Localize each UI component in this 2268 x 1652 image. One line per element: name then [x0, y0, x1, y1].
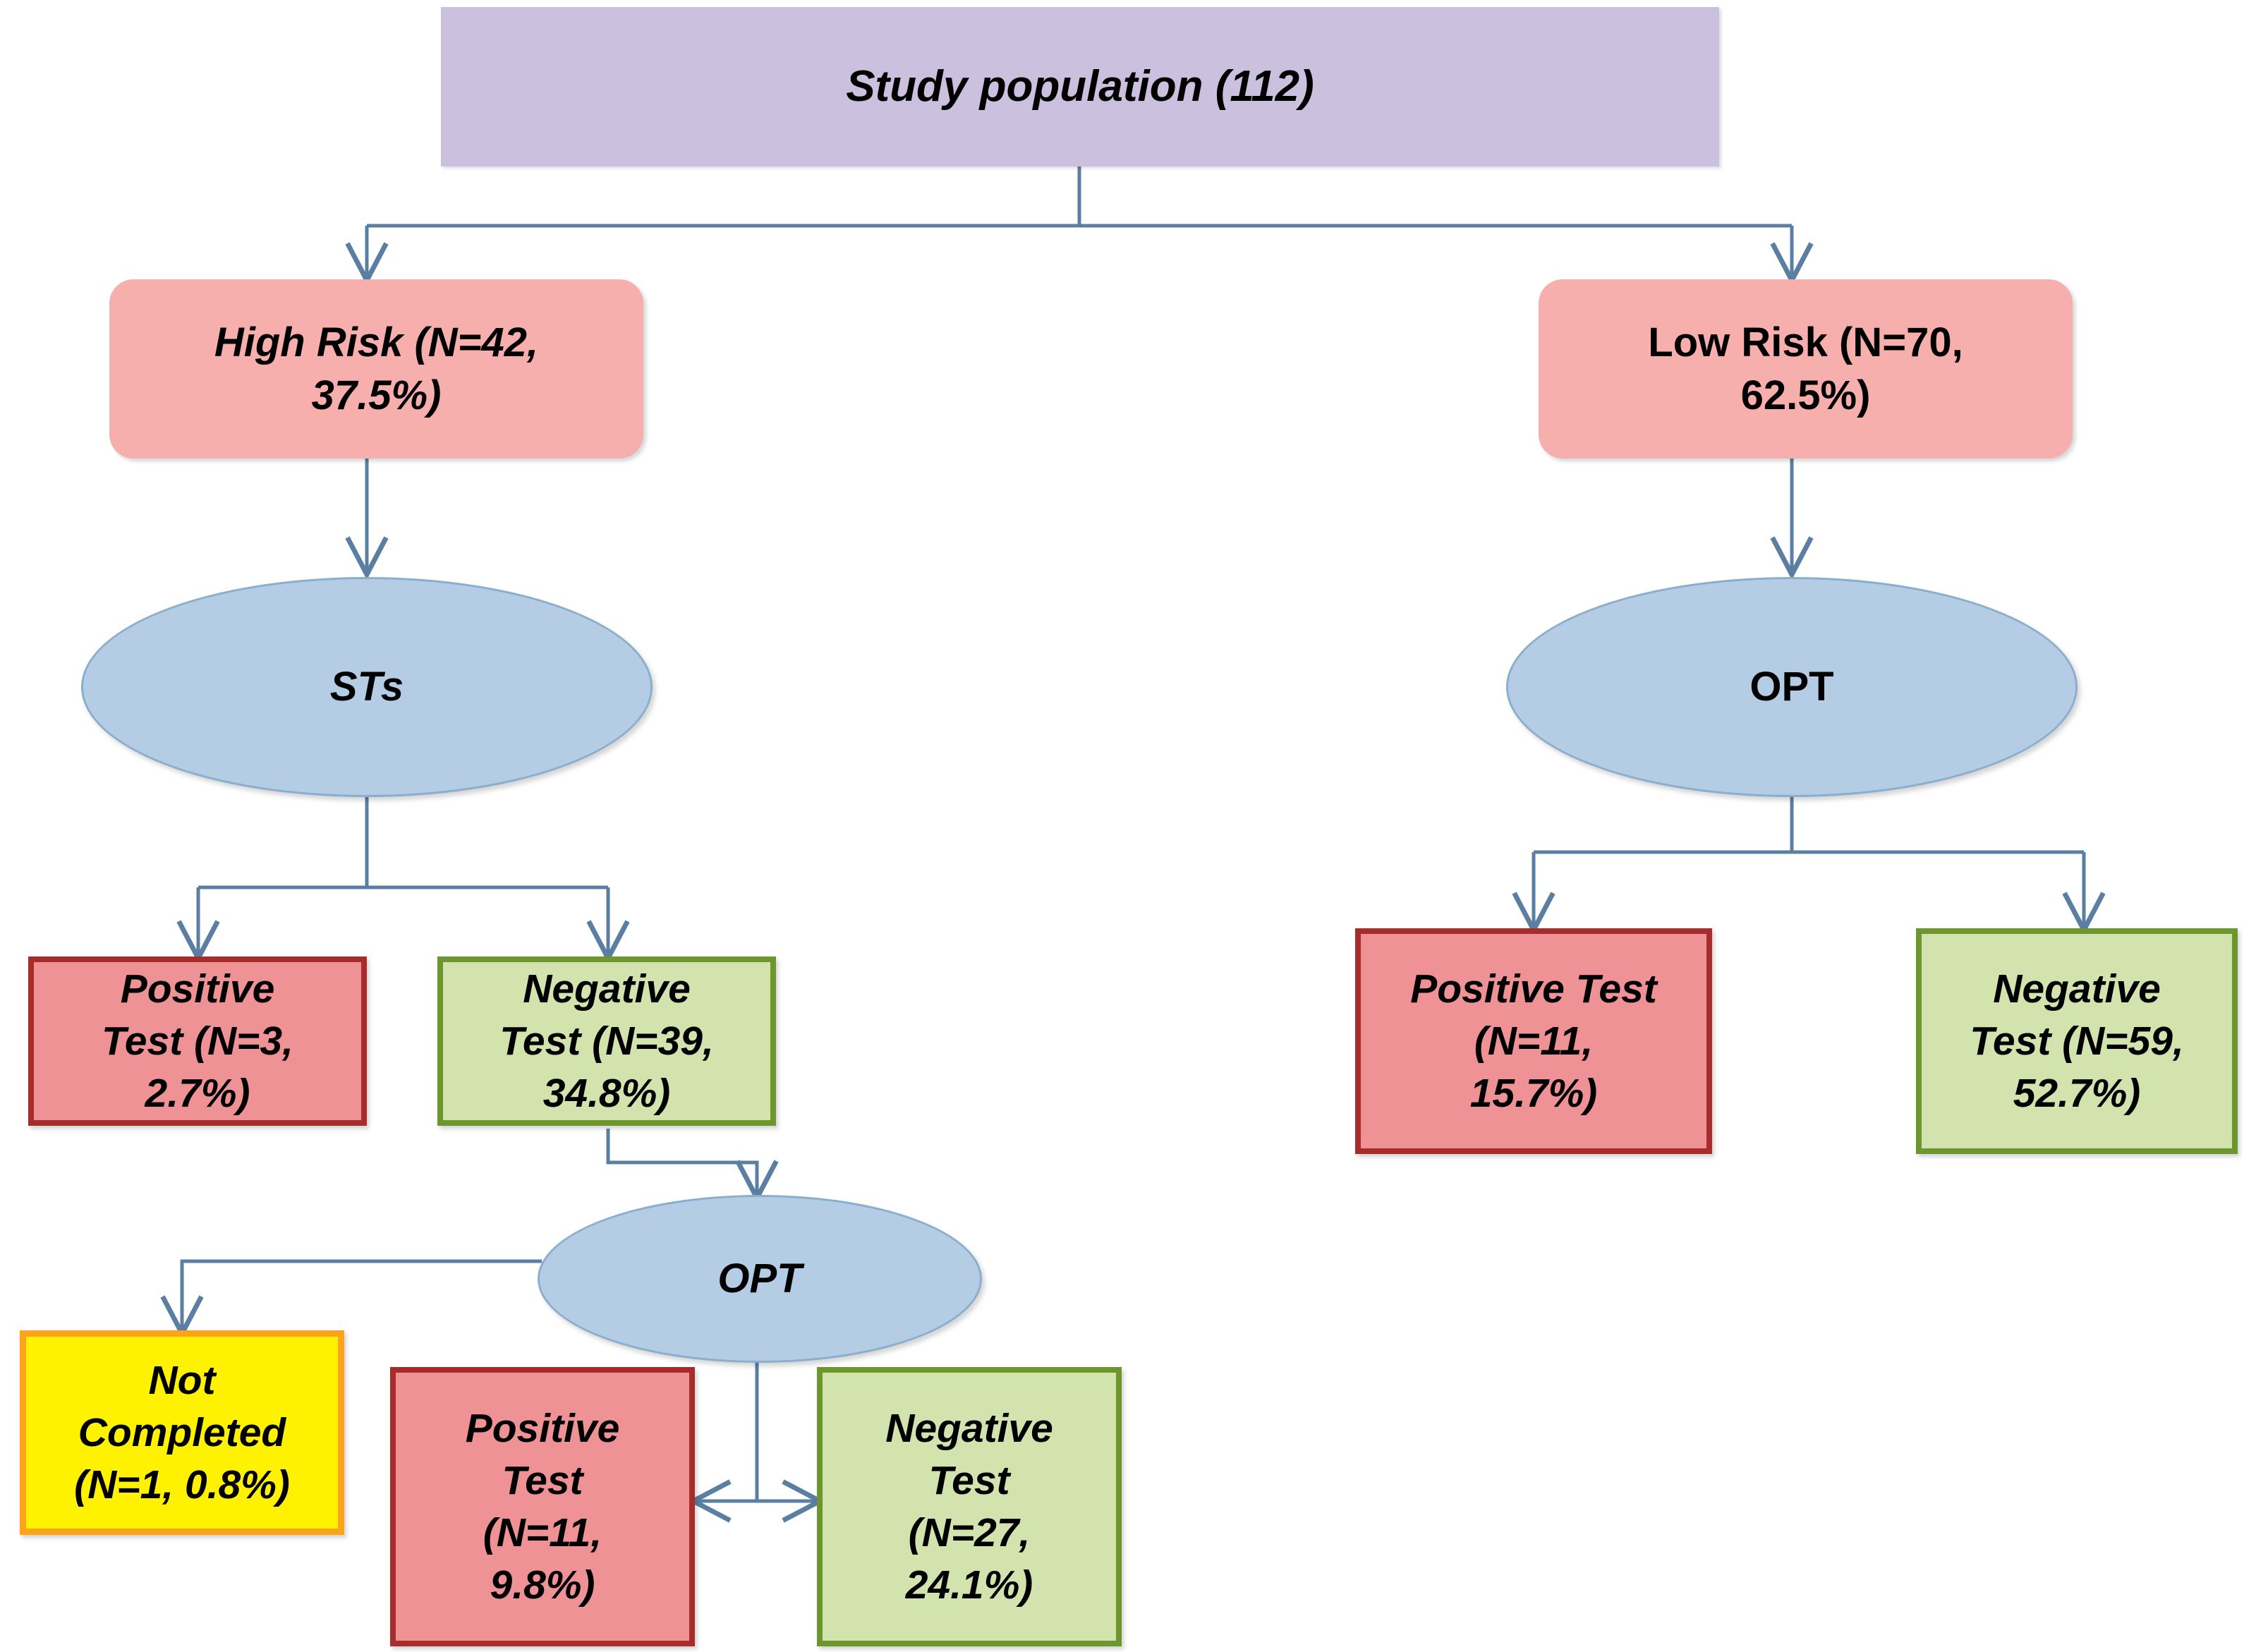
node-sts-negative-test-label: Negative Test (N=39, 34.8%)	[499, 966, 714, 1117]
node-opt-bottom-negative-test-label: Negative Test (N=27, 24.1%)	[885, 1405, 1053, 1608]
node-study-population[interactable]: Study population (112)	[441, 7, 1719, 166]
node-sts-positive-test[interactable]: Positive Test (N=3, 2.7%)	[28, 956, 367, 1126]
node-not-completed-label: Not Completed (N=1, 0.8%)	[74, 1357, 290, 1508]
node-sts-positive-test-label: Positive Test (N=3, 2.7%)	[102, 966, 293, 1117]
node-low-risk[interactable]: Low Risk (N=70, 62.5%)	[1539, 279, 2073, 458]
node-opt-right-negative-test-label: Negative Test (N=59, 52.7%)	[1970, 966, 2184, 1117]
node-opt-right-positive-test-label: Positive Test (N=11, 15.7%)	[1410, 966, 1657, 1117]
node-high-risk[interactable]: High Risk (N=42, 37.5%)	[109, 279, 643, 458]
node-low-risk-label: Low Risk (N=70, 62.5%)	[1648, 319, 1963, 418]
node-opt-bottom-label: OPT	[717, 1256, 802, 1302]
node-sts-negative-test[interactable]: Negative Test (N=39, 34.8%)	[437, 956, 776, 1126]
node-sts-label: STs	[329, 664, 404, 710]
node-opt-bottom-ellipse[interactable]: OPT	[538, 1195, 982, 1363]
node-opt-bottom-positive-test-label: Positive Test (N=11, 9.8%)	[465, 1405, 620, 1608]
node-not-completed[interactable]: Not Completed (N=1, 0.8%)	[20, 1330, 344, 1535]
node-opt-right-label: OPT	[1749, 664, 1834, 710]
node-opt-right-ellipse[interactable]: OPT	[1506, 577, 2078, 797]
node-high-risk-label: High Risk (N=42, 37.5%)	[214, 319, 539, 418]
node-sts-ellipse[interactable]: STs	[81, 577, 653, 797]
node-opt-bottom-negative-test[interactable]: Negative Test (N=27, 24.1%)	[817, 1367, 1122, 1646]
edge-opt-bottom-to-notcompleted	[160, 1259, 542, 1340]
node-study-population-label: Study population (112)	[846, 61, 1314, 111]
edge-negative-to-opt-bottom	[606, 1129, 779, 1204]
node-opt-right-negative-test[interactable]: Negative Test (N=59, 52.7%)	[1916, 928, 2238, 1154]
node-opt-bottom-positive-test[interactable]: Positive Test (N=11, 9.8%)	[390, 1367, 695, 1646]
node-opt-right-positive-test[interactable]: Positive Test (N=11, 15.7%)	[1355, 928, 1712, 1154]
